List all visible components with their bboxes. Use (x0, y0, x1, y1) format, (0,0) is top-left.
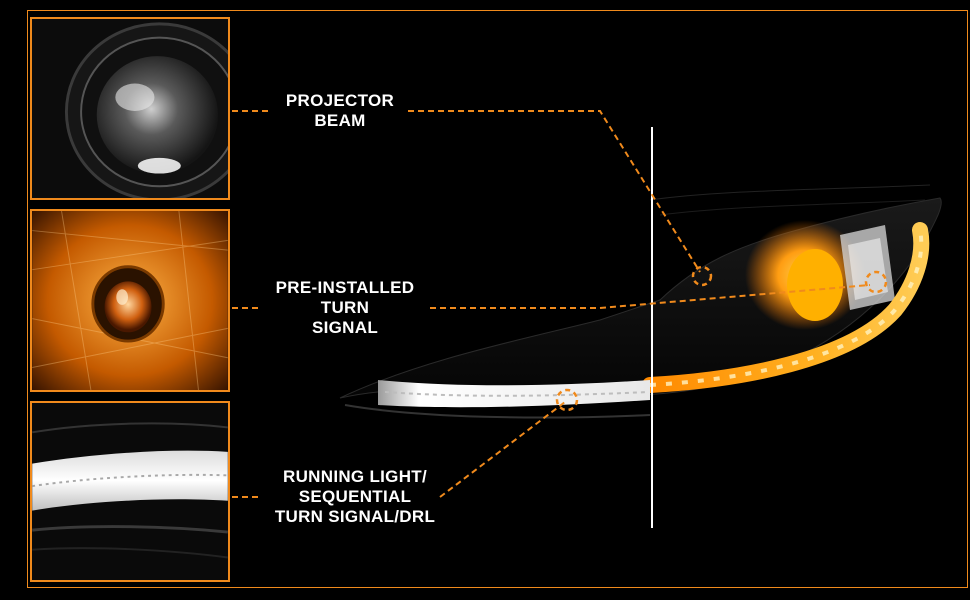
running-light-label: RUNNING LIGHT/ SEQUENTIAL TURN SIGNAL/DR… (250, 467, 460, 527)
turn-line-3: SIGNAL (311, 318, 379, 337)
projector-line-2: BEAM (314, 111, 366, 130)
turn-signal-detail-image (30, 209, 230, 392)
running-light-detail-image (30, 401, 230, 582)
turn-signal-label: PRE-INSTALLED TURN SIGNAL (255, 278, 435, 338)
turn-line-1: PRE-INSTALLED (275, 278, 415, 297)
turn-line-2: TURN (320, 298, 370, 317)
projector-line-1: PROJECTOR (285, 91, 395, 110)
drl-line-3: TURN SIGNAL/DRL (274, 507, 436, 526)
projector-detail-image (30, 17, 230, 200)
projector-beam-label: PROJECTOR BEAM (270, 91, 410, 131)
drl-line-1: RUNNING LIGHT/ (283, 467, 427, 486)
drl-line-2: SEQUENTIAL (298, 487, 412, 506)
